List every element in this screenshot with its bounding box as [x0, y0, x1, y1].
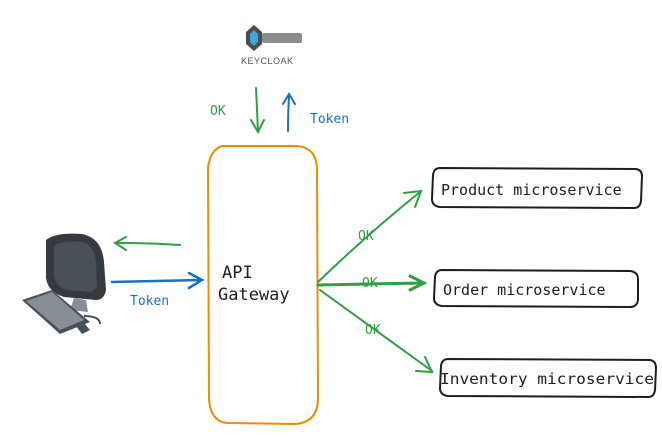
keycloak-token-label: Token: [310, 112, 349, 127]
api-gateway-label-line1: API: [222, 263, 253, 283]
inventory-ok-label: OK: [365, 323, 381, 338]
keycloak-ok-arrow: [250, 87, 265, 135]
product-ok-arrow: [317, 189, 423, 283]
keycloak-token-arrow: [282, 92, 296, 132]
computer-icon: [22, 233, 106, 334]
keycloak-ok-label: OK: [210, 104, 226, 119]
keycloak-logo: KEYCLOAK: [241, 25, 302, 66]
order-microservice-box: Order microservice: [432, 268, 639, 309]
keycloak-logo-text: KEYCLOAK: [241, 56, 294, 66]
keycloak-key-icon: [262, 33, 302, 43]
order-ok-label: OK: [362, 276, 378, 291]
product-microservice-box: Product microservice: [430, 166, 644, 210]
product-microservice-label: Product microservice: [441, 181, 622, 199]
inventory-ok-arrow: [319, 289, 434, 374]
product-ok-label: OK: [358, 229, 374, 244]
api-gateway-box: API Gateway: [206, 145, 320, 426]
client-token-label: Token: [130, 294, 169, 309]
api-gateway-label-line2: Gateway: [218, 285, 290, 305]
client-ok-arrow: [113, 236, 181, 251]
inventory-microservice-label: Inventory microservice: [440, 370, 654, 388]
order-microservice-label: Order microservice: [443, 281, 606, 299]
order-ok-arrow: [316, 274, 428, 292]
client-token-arrow: [110, 271, 205, 290]
inventory-microservice-box: Inventory microservice: [438, 357, 658, 399]
